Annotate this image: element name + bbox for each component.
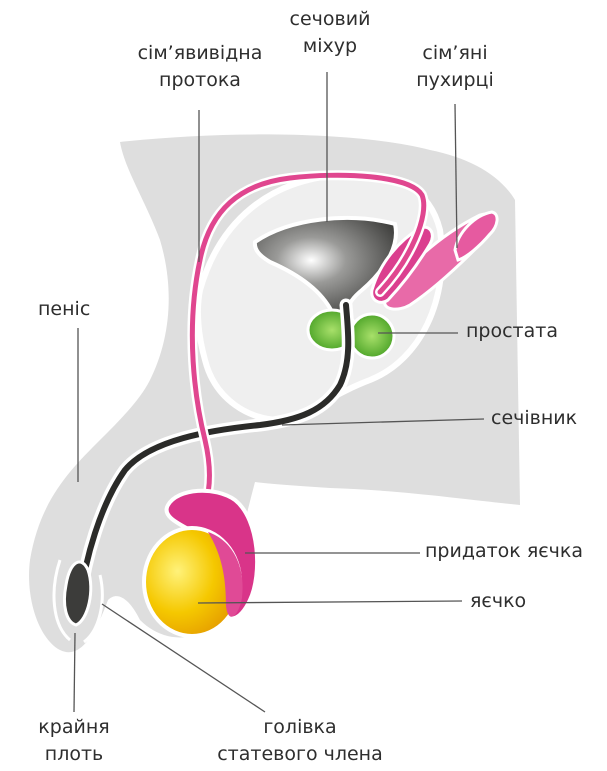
label-prostate: простата bbox=[466, 318, 558, 345]
label-bladder: сечовий міхур bbox=[275, 6, 385, 60]
label-foreskin: крайня плоть bbox=[28, 714, 120, 768]
label-testis: яєчко bbox=[470, 588, 526, 615]
label-epididymis: придаток яєчка bbox=[425, 538, 583, 565]
label-urethra: сечівник bbox=[491, 405, 577, 432]
prostate-right bbox=[350, 314, 394, 358]
label-penis: пеніс bbox=[38, 296, 90, 323]
label-seminal-vesicles: сім’яні пухирці bbox=[405, 40, 505, 94]
label-vas-deferens: сім’явивідна протока bbox=[130, 40, 270, 94]
label-glans: голівка статевого члена bbox=[215, 714, 385, 768]
